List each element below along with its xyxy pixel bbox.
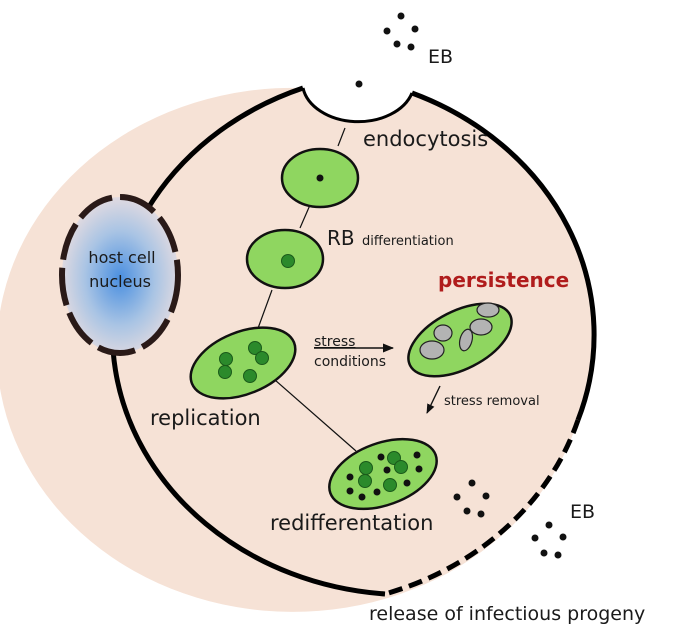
rb-label: RB [327,226,355,250]
connector-rb [299,204,311,229]
pathway-lines [256,127,357,452]
connector-replication [256,289,273,332]
cell-membrane-solid-right [411,90,597,421]
eb-label-bottom: EB [570,501,595,523]
host-nucleus: host cell nucleus [59,194,181,356]
nucleus-label-line2: nucleus [89,272,151,291]
stress-label-line1: stress [314,334,355,350]
replication-label: replication [150,406,261,430]
eb-cluster-top [383,12,419,51]
inclusion-eb [280,147,360,209]
nuclear-envelope [59,194,181,356]
stress-removal-arrow [426,385,441,414]
stress-removal-label: stress removal [444,394,540,409]
eb-cluster-released [531,521,567,559]
inclusion-redifferentiation [328,437,438,511]
rb-particle [281,254,295,268]
inclusion-rb [245,228,325,290]
differentiation-label: differentiation [362,234,454,249]
eb-particles [346,451,423,501]
stress-label-line2: conditions [314,354,386,370]
aberrant-bodies [419,302,500,360]
release-label: release of infectious progeny [369,603,645,625]
eb-particle [316,174,324,182]
eb-internalized [355,80,363,88]
inclusion-persistence [407,302,513,378]
cell-membrane-solid [109,85,386,597]
rb-particles [358,451,408,492]
endocytic-vesicle-membrane [301,87,414,124]
connector-endocytosis [337,127,346,147]
endocytosis-label: endocytosis [363,127,488,151]
eb-cluster-inside [453,479,490,518]
redifferentiation-label: redifferentation [270,511,433,535]
nucleus-label-line1: host cell [88,248,155,267]
cell-membrane-dashed [384,419,581,597]
eb-label-top: EB [428,46,453,68]
inclusion-replication [189,326,297,400]
persistence-label: persistence [438,268,569,292]
connector-redifferentiation [274,379,357,452]
